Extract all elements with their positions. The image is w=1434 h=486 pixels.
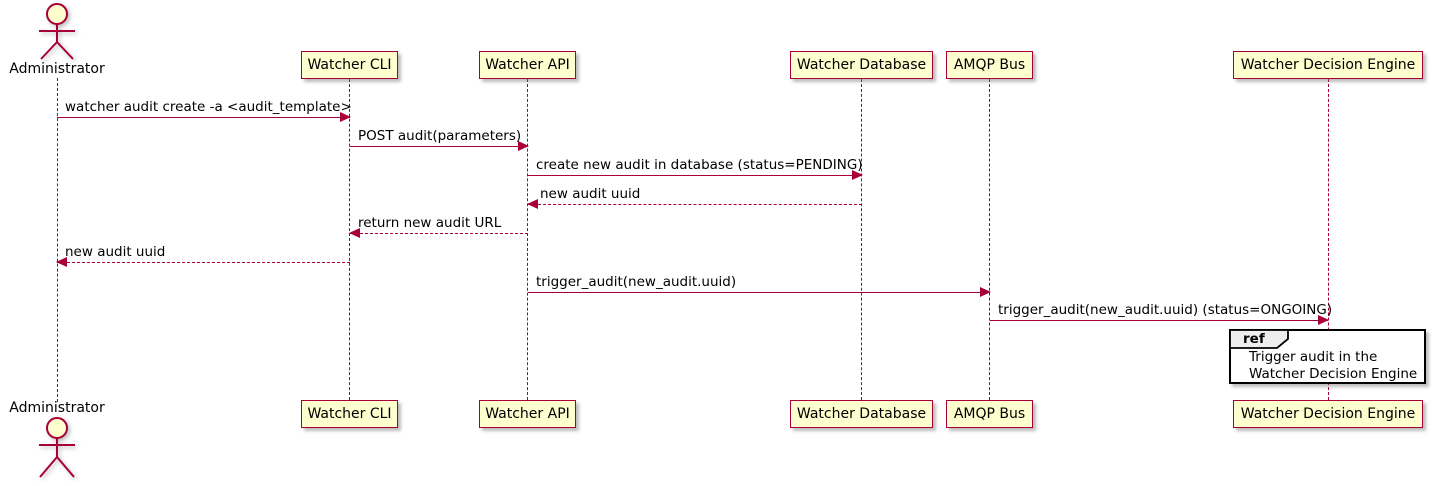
arrowhead-right-icon xyxy=(980,287,991,297)
participant-watcher-cli-top: Watcher CLI xyxy=(301,51,398,79)
message-trigger-audit-engine: trigger_audit(new_audit.uuid) (status=ON… xyxy=(990,302,1332,325)
participant-watcher-cli-bottom: Watcher CLI xyxy=(301,400,398,428)
participant-watcher-api-bottom: Watcher API xyxy=(479,400,576,428)
message-label: new audit uuid xyxy=(65,244,166,260)
participant-watcher-decision-engine-top: Watcher Decision Engine xyxy=(1233,51,1423,79)
ref-tab-icon xyxy=(1229,329,1301,354)
actor-icon xyxy=(33,415,81,486)
arrowhead-right-icon xyxy=(340,112,351,122)
participant-watcher-api-top: Watcher API xyxy=(479,51,576,79)
ref-text: Trigger audit in the Watcher Decision En… xyxy=(1249,349,1417,382)
message-label: create new audit in database (status=PEN… xyxy=(536,157,863,173)
actor-label-administrator-top: Administrator xyxy=(9,61,105,77)
message-label: trigger_audit(new_audit.uuid) xyxy=(536,274,737,290)
message-return-audit-url: return new audit URL xyxy=(349,215,528,238)
lifeline-watcher-cli xyxy=(349,79,350,400)
message-audit-create: watcher audit create -a <audit_template> xyxy=(57,99,352,122)
message-new-audit-uuid-db: new audit uuid xyxy=(527,186,862,209)
participant-amqp-bus-top: AMQP Bus xyxy=(946,51,1033,79)
ref-text-line: Watcher Decision Engine xyxy=(1249,365,1418,382)
participant-amqp-bus-bottom: AMQP Bus xyxy=(946,400,1033,428)
ref-keyword: ref xyxy=(1243,331,1265,347)
message-label: watcher audit create -a <audit_template> xyxy=(65,99,352,115)
arrowhead-left-icon xyxy=(349,228,360,238)
ref-fragment: ref Trigger audit in the Watcher Decisio… xyxy=(1229,329,1426,384)
actor-label-administrator-bottom: Administrator xyxy=(9,400,105,416)
arrowhead-left-icon xyxy=(56,257,67,267)
message-post-audit: POST audit(parameters) xyxy=(350,128,529,151)
message-label: trigger_audit(new_audit.uuid) (status=ON… xyxy=(998,302,1333,318)
participant-watcher-database-bottom: Watcher Database xyxy=(790,400,933,428)
message-label: new audit uuid xyxy=(540,186,641,202)
message-trigger-audit-amqp: trigger_audit(new_audit.uuid) xyxy=(528,274,991,297)
arrowhead-right-icon xyxy=(518,141,529,151)
arrowhead-left-icon xyxy=(527,199,538,209)
lifeline-watcher-decision-engine xyxy=(1327,79,1329,400)
message-new-audit-uuid-cli: new audit uuid xyxy=(56,244,350,267)
ref-text-line: Trigger audit in the xyxy=(1249,349,1378,365)
message-label: POST audit(parameters) xyxy=(358,128,522,144)
lifeline-amqp-bus xyxy=(989,79,990,400)
participant-watcher-database-top: Watcher Database xyxy=(790,51,933,79)
message-create-audit-db: create new audit in database (status=PEN… xyxy=(528,157,863,180)
participant-watcher-decision-engine-bottom: Watcher Decision Engine xyxy=(1233,400,1423,428)
arrowhead-right-icon xyxy=(1318,315,1329,325)
actor-icon xyxy=(33,2,81,66)
lifeline-administrator xyxy=(56,78,58,402)
arrowhead-right-icon xyxy=(852,170,863,180)
lifeline-watcher-database xyxy=(861,79,862,400)
lifeline-watcher-api xyxy=(527,79,528,400)
message-label: return new audit URL xyxy=(358,215,502,231)
